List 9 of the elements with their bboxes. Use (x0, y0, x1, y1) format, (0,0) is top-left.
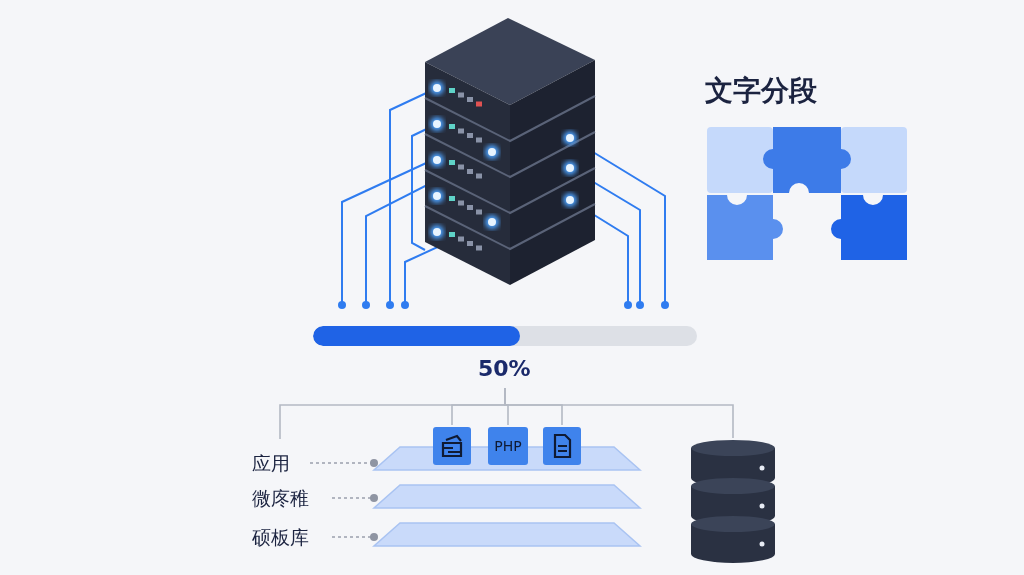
section-heading: 文字分段 (705, 73, 817, 109)
code-tile: PHP (488, 427, 528, 465)
percentage-label: 50% (478, 356, 531, 381)
leader-line (331, 494, 378, 502)
leader-line (331, 533, 378, 541)
layer-label: 硕板库 (252, 526, 309, 548)
layer-label: 微庝稚 (252, 487, 309, 509)
leader-line (309, 459, 378, 467)
layer-label: 应用 (252, 452, 290, 474)
